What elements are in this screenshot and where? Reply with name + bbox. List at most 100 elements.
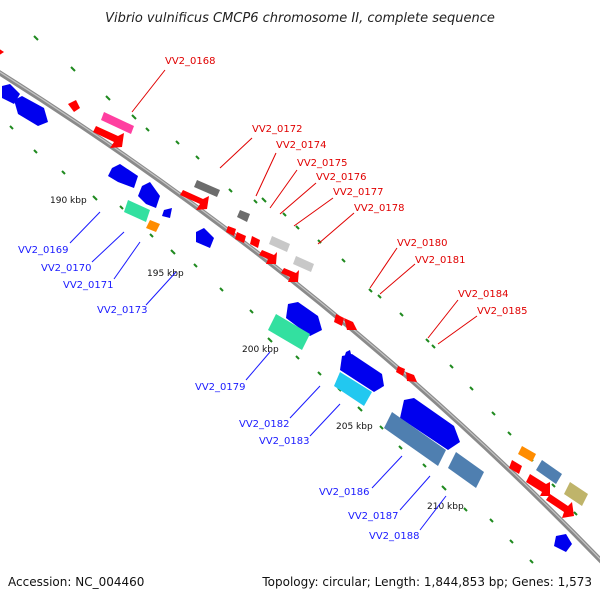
gene-arrow[interactable] xyxy=(2,84,20,104)
gene-arrow[interactable] xyxy=(235,232,246,243)
gene-arrow[interactable] xyxy=(384,412,446,466)
leader-line xyxy=(279,182,317,215)
gene-arrow[interactable] xyxy=(509,460,522,474)
gene-arrow[interactable] xyxy=(268,314,310,350)
gene-label[interactable]: VV2_0181 xyxy=(415,255,466,266)
gene-arrow[interactable] xyxy=(334,372,372,406)
gene-arrow[interactable] xyxy=(396,366,405,376)
gene-arrow[interactable] xyxy=(14,96,48,126)
tick-mark xyxy=(509,539,514,544)
gene-arrow[interactable] xyxy=(101,112,134,134)
gene-label[interactable]: VV2_0169 xyxy=(18,245,69,256)
tick-mark xyxy=(489,518,494,523)
gene-label[interactable]: VV2_0170 xyxy=(41,263,92,274)
gene-arrow[interactable] xyxy=(406,372,417,382)
gene-label[interactable]: VV2_0168 xyxy=(165,56,216,67)
gene-arrow[interactable] xyxy=(526,474,550,496)
gene-arrow[interactable] xyxy=(146,220,160,232)
leader-line xyxy=(245,351,271,381)
gene-arrow[interactable] xyxy=(226,226,236,236)
gene-arrow[interactable] xyxy=(281,268,299,282)
tick-mark xyxy=(449,364,454,369)
gene-arrow[interactable] xyxy=(564,482,588,506)
gene-label[interactable]: VV2_0180 xyxy=(397,238,448,249)
gene-arrow[interactable] xyxy=(269,236,290,252)
tick-mark xyxy=(61,170,66,175)
tick-mark xyxy=(145,127,150,132)
gene-arrow[interactable] xyxy=(340,354,384,392)
tick-mark xyxy=(295,355,300,360)
tick-mark xyxy=(253,199,258,204)
leader-line xyxy=(371,455,403,489)
scale-label: 205 kbp xyxy=(336,422,373,432)
gene-arrow[interactable] xyxy=(536,460,562,484)
gene-label[interactable]: VV2_0175 xyxy=(297,158,348,169)
leader-line xyxy=(399,475,431,511)
gene-arrow[interactable] xyxy=(68,100,80,112)
gene-label[interactable]: VV2_0185 xyxy=(477,306,528,317)
leader-line xyxy=(293,197,334,227)
tick-mark xyxy=(317,371,322,376)
tick-mark xyxy=(70,66,76,72)
tick-mark xyxy=(175,140,180,145)
scale-label: 200 kbp xyxy=(242,345,279,355)
leader-line xyxy=(419,495,447,531)
tick-mark xyxy=(379,425,384,430)
gene-arrow[interactable] xyxy=(293,256,314,272)
gene-arrow[interactable] xyxy=(138,182,160,208)
gene-label[interactable]: VV2_0173 xyxy=(97,305,148,316)
tick-mark xyxy=(377,294,382,299)
gene-label[interactable]: VV2_0187 xyxy=(348,511,399,522)
gene-label[interactable]: VV2_0171 xyxy=(63,280,114,291)
gene-arrow[interactable] xyxy=(518,446,536,462)
tick-mark xyxy=(33,35,39,41)
gene-arrow[interactable] xyxy=(237,210,250,222)
gene-label[interactable]: VV2_0182 xyxy=(239,419,290,430)
gene-label[interactable]: VV2_0176 xyxy=(316,172,367,183)
tick-mark xyxy=(249,309,254,314)
gene-arrow[interactable] xyxy=(400,398,460,450)
gene-label[interactable]: VV2_0188 xyxy=(369,531,420,542)
gene-label[interactable]: VV2_0179 xyxy=(195,382,246,393)
tick-mark xyxy=(507,431,512,436)
gene-label[interactable]: VV2_0172 xyxy=(252,124,303,135)
tick-mark xyxy=(357,406,363,412)
gene-arrow[interactable] xyxy=(180,190,209,210)
gene-arrow[interactable] xyxy=(196,228,214,248)
tick-mark xyxy=(149,233,154,238)
gene-arrow[interactable] xyxy=(0,48,4,56)
tick-mark xyxy=(33,149,38,154)
gene-arrow[interactable] xyxy=(448,452,484,488)
gene-label[interactable]: VV2_0174 xyxy=(276,140,327,151)
gene-arrow[interactable] xyxy=(124,200,150,222)
gene-arrow[interactable] xyxy=(259,250,277,264)
leader-line xyxy=(69,211,101,244)
tick-marks xyxy=(9,35,578,564)
leader-line xyxy=(255,152,277,197)
tick-mark xyxy=(267,337,273,343)
leader-line xyxy=(317,212,355,245)
gene-arrow[interactable] xyxy=(250,236,260,248)
tick-mark xyxy=(228,188,233,193)
gene-arrow[interactable] xyxy=(108,164,138,188)
gene-arrow[interactable] xyxy=(344,318,357,330)
gene-arrow[interactable] xyxy=(162,208,172,218)
gene-arrow[interactable] xyxy=(93,126,124,148)
tick-mark xyxy=(193,263,198,268)
reverse-strand-genes xyxy=(2,84,572,552)
gene-arrow[interactable] xyxy=(286,302,322,336)
gene-arrow[interactable] xyxy=(554,534,572,552)
gene-label[interactable]: VV2_0186 xyxy=(319,487,370,498)
gene-arrow[interactable] xyxy=(194,180,220,197)
tick-mark xyxy=(399,312,404,317)
gene-label[interactable]: VV2_0184 xyxy=(458,289,509,300)
leader-line xyxy=(145,271,177,306)
gene-arrow[interactable] xyxy=(334,314,344,326)
gene-label[interactable]: VV2_0177 xyxy=(333,187,384,198)
gene-label[interactable]: VV2_0183 xyxy=(259,436,310,447)
gene-arrow[interactable] xyxy=(546,494,574,518)
leader-line xyxy=(289,385,321,419)
gene-label[interactable]: VV2_0178 xyxy=(354,203,405,214)
topology-text: Topology: circular; Length: 1,844,853 bp… xyxy=(261,575,592,589)
reverse-leader-lines xyxy=(69,211,447,531)
